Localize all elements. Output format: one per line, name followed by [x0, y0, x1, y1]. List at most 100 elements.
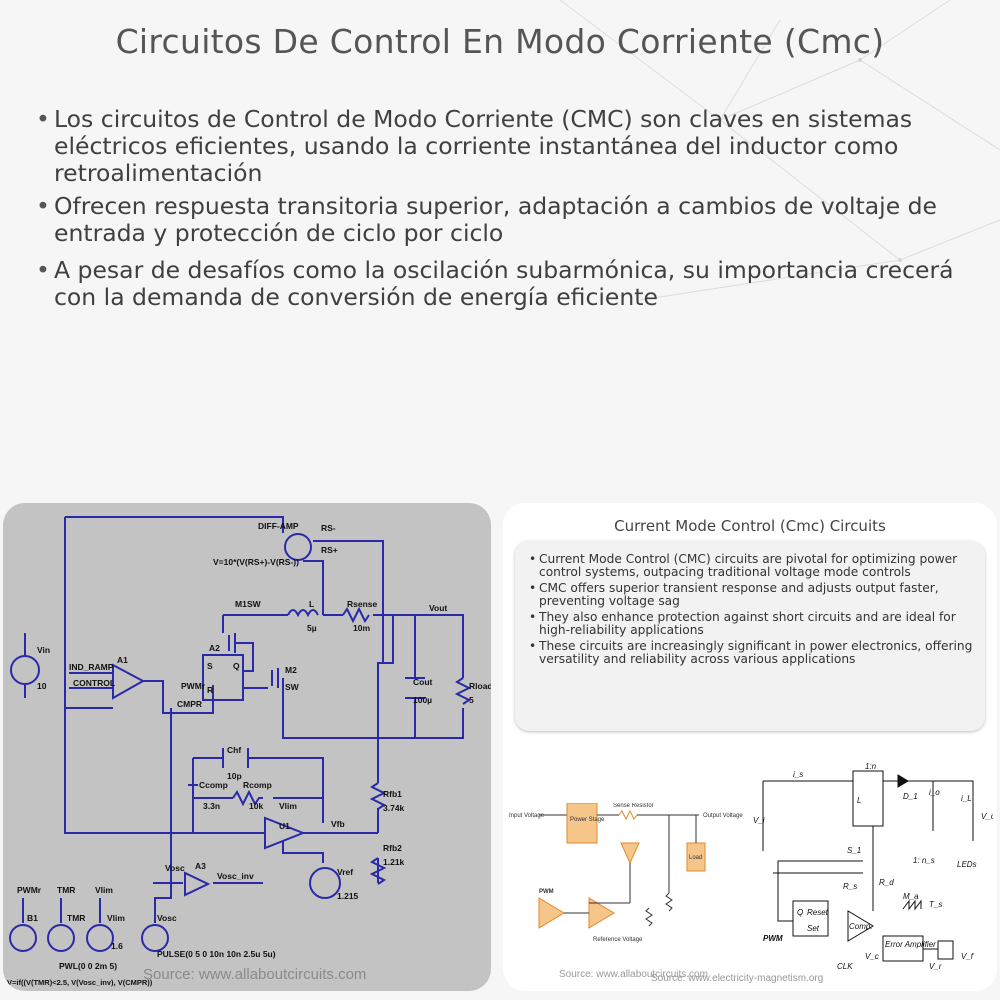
diff-amp-label: DIFF-AMP	[258, 521, 299, 531]
s1-label: S_1	[847, 846, 861, 855]
u1-label: U1	[279, 821, 290, 831]
source-caption-right-a: Source: www.allaboutcircuits.com	[559, 969, 708, 980]
vlim-label-u1: Vlim	[279, 801, 297, 811]
card-title: Current Mode Control (Cmc) Circuits	[614, 517, 886, 535]
error-amplifier-label: Error Amplifier	[885, 940, 936, 949]
rfb2-value: 1.21k	[383, 857, 405, 867]
tmr-label: TMR	[67, 913, 85, 923]
a3-label: A3	[195, 861, 206, 871]
vosc-label: Vosc	[157, 913, 177, 923]
input-voltage-label: Input Voltage	[509, 813, 545, 819]
card-bullet-item: These circuits are increasingly signific…	[529, 640, 981, 666]
tmr-source-label: TMR	[57, 885, 75, 895]
rfb1-label: Rfb1	[383, 789, 402, 799]
m1-sw-label: SW	[247, 599, 262, 609]
card-bullet-list: Current Mode Control (CMC) circuits are …	[529, 553, 981, 669]
load-label: Load	[689, 855, 702, 861]
rload-label: Rload	[469, 681, 491, 691]
rd-label: R_d	[879, 878, 894, 887]
rload-value: 5	[469, 695, 474, 705]
cmc-schematic: DIFF-AMP RS- RS+ V=10*(V(RS+)-V(RS-)) M1…	[7, 516, 491, 987]
vr-label: V_r	[929, 962, 942, 971]
sense-resistor-label: Sense Resistor	[613, 803, 654, 809]
inductor-value: 5µ	[307, 623, 317, 633]
inductor-label: L	[309, 599, 314, 609]
pwmr-label: PWMr	[181, 681, 206, 691]
ind-ramp-label: IND_RAMP	[69, 662, 114, 672]
clk-label: CLK	[837, 962, 853, 971]
card-bullet-item: Current Mode Control (CMC) circuits are …	[529, 553, 981, 579]
summary-card: Current Mode Control (CMC) circuits are …	[515, 541, 985, 731]
b1-expression: V=if((V(TMR)<2.5, V(Vosc_inv), V(CMPR))	[7, 978, 153, 987]
reference-voltage-label: Reference Voltage	[593, 937, 643, 943]
summary-image-right: Current Mode Control (Cmc) Circuits Curr…	[503, 503, 997, 991]
vf-label: V_f	[961, 952, 974, 961]
pwm-label-a: PWM	[539, 889, 554, 895]
control-label: CONTROL	[73, 678, 115, 688]
d1-label: D_1	[903, 792, 918, 801]
block-diagram-a: Input Voltage Power Stage Sense Resistor…	[509, 803, 743, 943]
bullet-item: Los circuitos de Control de Modo Corrien…	[36, 106, 976, 187]
power-stage-label: Power Stage	[570, 817, 605, 823]
vlim-label: Vlim	[107, 913, 125, 923]
chf-value: 10p	[227, 771, 242, 781]
rcomp-value: 10k	[249, 801, 263, 811]
output-voltage-label: Output Voltage	[703, 813, 743, 819]
card-bullet-item: They also enhance protection against sho…	[529, 611, 981, 637]
cout-label: Cout	[413, 677, 433, 687]
led-label: LEDs	[957, 860, 977, 869]
latch-q-label: Q	[233, 661, 240, 671]
vosc-inv-label: Vosc_inv	[217, 871, 254, 881]
ratio2-label: 1: n_s	[913, 856, 935, 865]
rsense-label: Rsense	[347, 599, 378, 609]
vref-label: Vref	[337, 867, 353, 877]
pwl-expression: PWL(0 0 2m 5)	[59, 961, 117, 971]
rs-minus-label: RS-	[321, 523, 336, 533]
is-label: i_s	[793, 770, 803, 779]
a2-label: A2	[209, 643, 220, 653]
rfb1-value: 3.74k	[383, 803, 405, 813]
m2-label: M2	[285, 665, 297, 675]
bullet-list: Los circuitos de Control de Modo Corrien…	[36, 106, 976, 317]
bullet-item: Ofrecen respuesta transitoria superior, …	[36, 193, 976, 247]
ma-label: M_a	[903, 892, 919, 901]
pwmr-source-label: PWMr	[17, 885, 42, 895]
ratio-label: 1:n	[865, 762, 877, 771]
q-label: Q	[797, 908, 803, 917]
diff-amp-expression: V=10*(V(RS+)-V(RS-))	[213, 557, 299, 567]
rs-label: R_s	[843, 882, 857, 891]
ts-label: T_s	[929, 900, 942, 909]
b1-label: B1	[27, 913, 38, 923]
vin-value: 10	[37, 681, 47, 691]
slide-title: Circuitos De Control En Modo Corriente (…	[115, 22, 885, 61]
m2-sw-label: SW	[285, 682, 300, 692]
chf-label: Chf	[227, 745, 241, 755]
vosc-net-label: Vosc	[165, 863, 185, 873]
pulse-expression: PULSE(0 5 0 10n 10n 2.5u 5u)	[157, 949, 276, 959]
vin-label: Vin	[37, 645, 50, 655]
m1-label: M1	[235, 599, 247, 609]
ccomp-label: Ccomp	[199, 780, 228, 790]
vout-label: Vout	[429, 603, 447, 613]
schematic-image-left: DIFF-AMP RS- RS+ V=10*(V(RS+)-V(RS-)) M1…	[3, 503, 491, 991]
io-label: i_o	[929, 788, 940, 797]
vo-label: V_o	[981, 812, 993, 821]
rfb2-label: Rfb2	[383, 843, 402, 853]
il-label: i_L	[961, 794, 972, 803]
transformer-l-label: L	[857, 796, 861, 805]
pwm-label-b: PWM	[763, 934, 783, 943]
cmpr-label: CMPR	[177, 699, 202, 709]
cout-value: 100µ	[413, 695, 432, 705]
vfb-label: Vfb	[331, 819, 345, 829]
reset-label: Reset	[807, 908, 829, 917]
a1-label: A1	[117, 655, 128, 665]
latch-s-label: S	[207, 661, 213, 671]
source-caption-left: Source: www.allaboutcircuits.com	[143, 966, 367, 983]
set-label: Set	[807, 924, 820, 933]
vi-label: V_i	[753, 816, 765, 825]
vc-label: V_c	[865, 952, 879, 961]
rsense-value: 10m	[353, 623, 370, 633]
vref-value: 1.215	[337, 891, 359, 901]
vlim-source-label: Vlim	[95, 885, 113, 895]
comp-label: Comp.	[849, 922, 873, 931]
